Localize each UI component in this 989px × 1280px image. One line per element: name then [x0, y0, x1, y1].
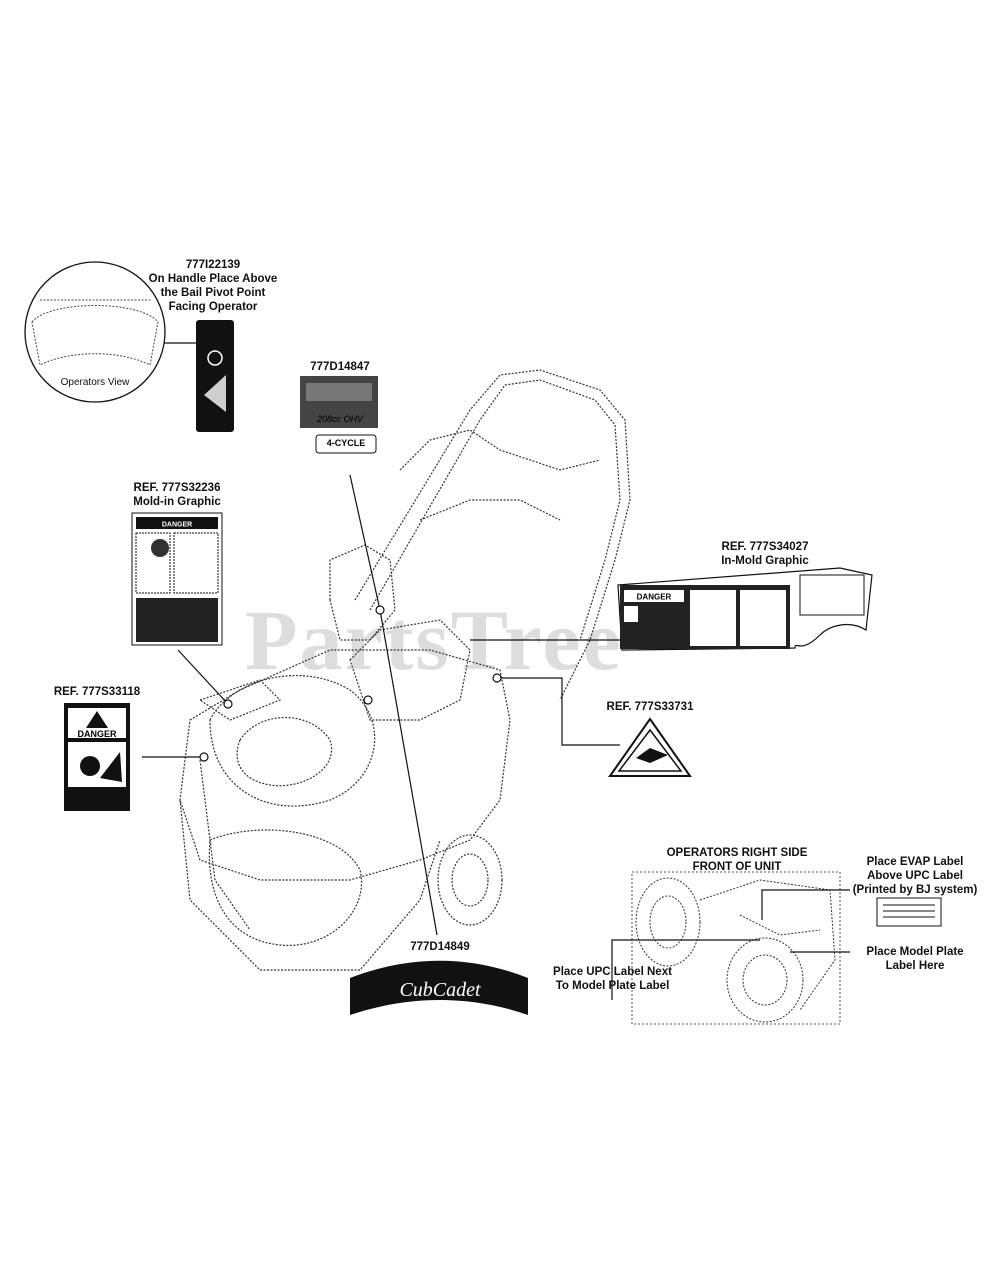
mold-in-danger-header: DANGER	[162, 522, 192, 529]
danger-decal-word: DANGER	[77, 729, 117, 739]
brand-name-text: CubCadet	[399, 979, 481, 1001]
upc-label-note: Place UPC Label Next To Model Plate Labe…	[553, 966, 672, 992]
brand-decal-label: 777D14849	[410, 941, 470, 953]
engine-decal-label: 777D14847	[310, 361, 370, 373]
mold-in-ref-label: REF. 777S32236 Mold-in Graphic	[133, 482, 221, 508]
in-mold-ref-label: REF. 777S34027 In-Mold Graphic	[721, 541, 809, 567]
evap-label-note: Place EVAP Label Above UPC Label (Printe…	[852, 856, 978, 896]
danger-word-text: DANGER	[77, 729, 117, 739]
triangle-ref-label: REF. 777S33731	[606, 701, 694, 713]
in-mold-danger-header: DANGER	[637, 593, 672, 602]
in-mold-danger-text: DANGER	[637, 593, 672, 602]
brand-decal-text: CubCadet	[399, 979, 481, 1001]
mold-in-danger-text: DANGER	[162, 522, 192, 529]
engine-text-1: 208cc OHV	[316, 414, 364, 424]
detail-title-label: OPERATORS RIGHT SIDE FRONT OF UNIT	[666, 847, 808, 873]
engine-text-2: 4-CYCLE	[327, 438, 366, 448]
handle-decal-label: 777I22139 On Handle Place Above the Bail…	[148, 259, 278, 313]
engine-decal-text: 208cc OHV 4-CYCLE	[316, 414, 366, 448]
danger-ref-label: REF. 777S33118	[53, 686, 141, 698]
model-plate-note: Place Model Plate Label Here	[866, 946, 964, 972]
operators-view-label: Operators View	[60, 377, 130, 388]
